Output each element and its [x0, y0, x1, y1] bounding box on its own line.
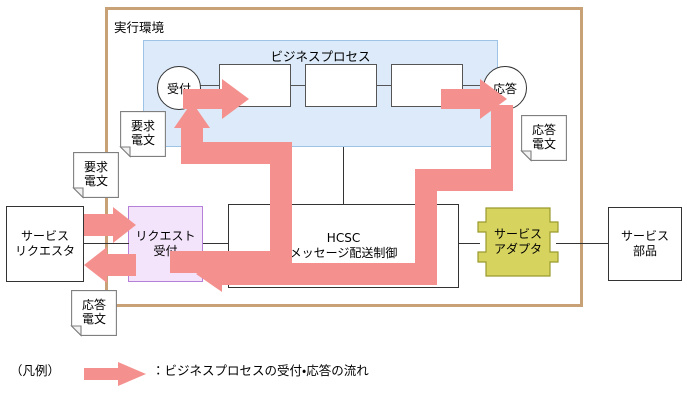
arrow-bp-start-to-step1 — [183, 79, 249, 119]
service-component-label: サービス 部品 — [620, 229, 669, 258]
note-response-message-left: 応答 電文 — [70, 290, 117, 337]
hcsc-title: HCSC — [326, 231, 361, 245]
arrow-requester-to-reception — [84, 207, 136, 243]
bp-connector-2-3 — [376, 85, 392, 87]
service-requester-label: サービス リクエスタ — [14, 229, 75, 258]
note-line-2: 電文 — [531, 137, 556, 151]
note-line-2: 電文 — [83, 174, 108, 188]
service-adapter-shape — [477, 207, 559, 277]
bp-connector-1-2 — [290, 85, 306, 87]
note-line-2: 電文 — [130, 133, 155, 147]
execution-environment-title: 実行環境 — [114, 20, 165, 35]
note-shape-icon — [70, 290, 117, 337]
bp-connector-start — [198, 85, 220, 87]
service-requester-box: サービス リクエスタ — [6, 206, 84, 282]
note-response-message-right: 応答 電文 — [520, 115, 567, 162]
note-line-1: 要求 — [130, 119, 155, 134]
connector-requester-to-reception — [84, 243, 129, 245]
arrow-response-to-bp-end — [415, 105, 513, 274]
arrow-head-bp-start — [174, 102, 210, 128]
connector-reception-to-hcsc — [203, 243, 229, 245]
legend-label: （凡例） — [10, 363, 61, 378]
bp-to-hcsc-connector — [343, 147, 345, 204]
note-request-message-left: 要求 電文 — [72, 152, 119, 199]
service-adapter-label: サービス アダプタ — [493, 227, 542, 256]
note-line-1: 応答 — [531, 123, 556, 138]
bp-end-node-label: 応答 — [492, 81, 517, 96]
note-line-1: 応答 — [81, 298, 106, 313]
note-shape-icon — [119, 111, 166, 158]
bp-connector-end — [462, 85, 484, 87]
legend-arrow-icon — [84, 362, 146, 386]
legend-description: ：ビジネスプロセスの受付・応答の流れ — [152, 363, 369, 378]
connector-hcsc-to-adapter — [459, 243, 480, 245]
note-line-2: 電文 — [81, 312, 106, 326]
arrow-head-response-return — [196, 256, 222, 292]
arrow-request-to-bp-start — [170, 128, 292, 273]
arrow-step3-to-bp-end — [441, 79, 507, 119]
service-component-box: サービス 部品 — [608, 207, 682, 281]
business-process-title: ビジネスプロセス — [270, 49, 371, 64]
bp-step-3 — [391, 64, 463, 107]
bp-step-1 — [219, 64, 291, 107]
note-shape-icon — [520, 115, 567, 162]
note-request-message-top: 要求 電文 — [119, 111, 166, 158]
arrow-reception-to-requester — [84, 247, 136, 283]
service-adapter-component: サービス アダプタ — [477, 207, 559, 277]
note-line-1: 要求 — [83, 160, 108, 175]
connector-adapter-to-component — [556, 243, 609, 245]
bp-step-2 — [305, 64, 377, 107]
hcsc-subtitle: メッセージ配送制御 — [289, 246, 398, 260]
note-shape-icon — [72, 152, 119, 199]
